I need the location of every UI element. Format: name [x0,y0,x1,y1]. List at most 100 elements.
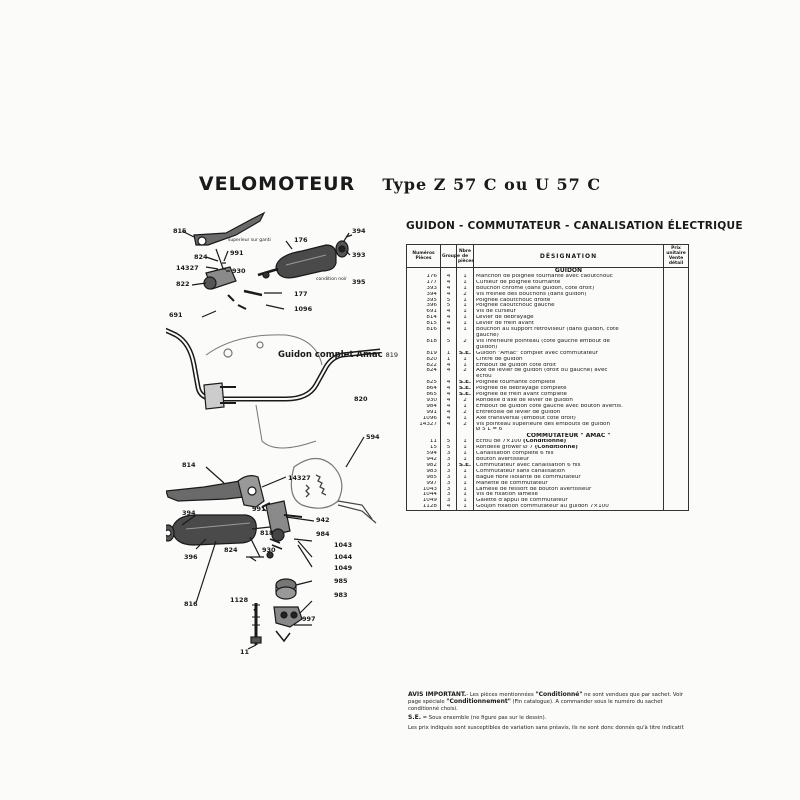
conditionne-tag: (Conditionné) [523,439,567,445]
table-row: écrou [406,374,689,381]
callout-814: 814 [182,461,196,469]
designation-text: Curseur de poignée tournante [476,279,561,285]
part-price [663,327,689,333]
table-row: Ø 5 L = 6 [406,427,689,434]
small-note-1: superieur sur ganti [228,238,271,243]
designation-text: Vis pointeau supérieure des embouts de g… [476,421,611,427]
callout-930: 930 [232,267,246,275]
part-price [663,303,689,310]
part-price [663,439,689,446]
designation-text: Bouton avertisseur [476,457,530,462]
callout-1049: 1049 [334,564,353,572]
assembly-number: 819 [385,351,399,359]
callout-1096: 1096 [294,305,313,313]
col-num: Numéros Pièces [406,244,441,268]
designation-text: Ecrou de 7×100 [476,439,522,445]
part-price [663,504,689,512]
part-price [663,386,689,393]
callout-815: 815 [173,227,187,235]
designation-text: Rondelle d'axe de levier de guidon [476,397,573,403]
conditionne-tag: (Conditionné) [534,445,578,451]
col-prix: Prix unitaire Vente détail [663,244,689,268]
section-header: GUIDON [406,267,689,274]
designation-text: gauche) [476,332,499,338]
part-price [663,297,689,304]
designation-text: Axe transversal (embout côté droit) [476,415,576,421]
part-price [663,409,689,416]
se-text: = Sous ensemble (ne figure pas sur le de… [420,715,547,722]
callout-1044: 1044 [334,553,353,561]
part-price [663,344,689,351]
col-groupe: Groupe [440,244,460,268]
se-title: S.E. [408,714,421,722]
designation-text: Poignée caoutchouc droite [476,297,551,303]
part-price [663,332,689,339]
part-number: 1128 [406,504,441,512]
table-header-row: Numéros Pièces Groupe Nbre de pièces DÉS… [406,244,689,268]
designation-text: Vis de fixation lamelle [476,492,538,498]
designation-text: Poignée de frein avant complète [476,392,567,398]
part-designation: Goujon fixation commutateur au guidon 7×… [473,504,664,512]
callout-997: 997 [302,615,316,623]
table-row: guidon) [406,344,689,351]
part-price [663,315,689,322]
callout-14327-b: 14327 [288,474,311,482]
callout-820: 820 [354,395,368,403]
part-price [663,468,689,475]
col-designation: DÉSIGNATION [473,244,664,268]
designation-text: Vis inférieure pointeau (côté gauche emb… [476,338,610,344]
designation-text: Manette de commutateur [476,480,548,486]
part-price [663,498,689,505]
part-price [663,309,689,316]
part-price [663,285,689,292]
designation-text: guidon) [476,344,498,350]
designation-text: Levier de débrayage [476,315,534,321]
designation-text: Poignée tournante complète [476,380,556,386]
section-header: COMMUTATEUR " AMAC " [406,433,689,440]
designation-text: Poignée de débrayage complète [476,386,567,392]
designation-text: Levier de frein avant [476,321,534,327]
part-price [663,374,689,381]
part-price [663,462,689,469]
table-row: gauche) [406,332,689,339]
designation-text: Vis de curseur [476,309,516,315]
avis-text-1: - Les pièces mentionnées [466,692,536,698]
designation-text: Goujon fixation commutateur au guidon 7×… [476,504,609,510]
callout-983: 983 [334,591,348,599]
callout-984: 984 [316,530,330,538]
part-price [663,279,689,286]
designation-text: Rondelle grower Ø 7 [476,445,533,451]
assembly-name: Guidon complet Amac [278,350,383,360]
se-note: S.E. = Sous ensemble (ne figure pas sur … [408,714,690,722]
designation-text: Poignée caoutchouc gauche [476,303,555,309]
designation-text: Lamelle de ressort de bouton avertisseur [476,486,592,492]
designation-text: Manchon de poignée tournante avec caoutc… [476,273,613,279]
avis-text-3: (Fin catalogue). A commander sous le num… [408,698,663,712]
part-price [663,321,689,328]
designation-text: Ø 5 L = 6 [476,427,503,433]
callout-824: 824 [194,253,208,261]
callout-991: 991 [230,249,244,257]
callout-177: 177 [294,290,308,298]
callout-393: 393 [352,251,366,259]
designation-text: Galette d'appui de commutateur [476,498,568,504]
callout-930-b: 930 [262,546,276,554]
callout-394-b: 394 [182,509,196,517]
